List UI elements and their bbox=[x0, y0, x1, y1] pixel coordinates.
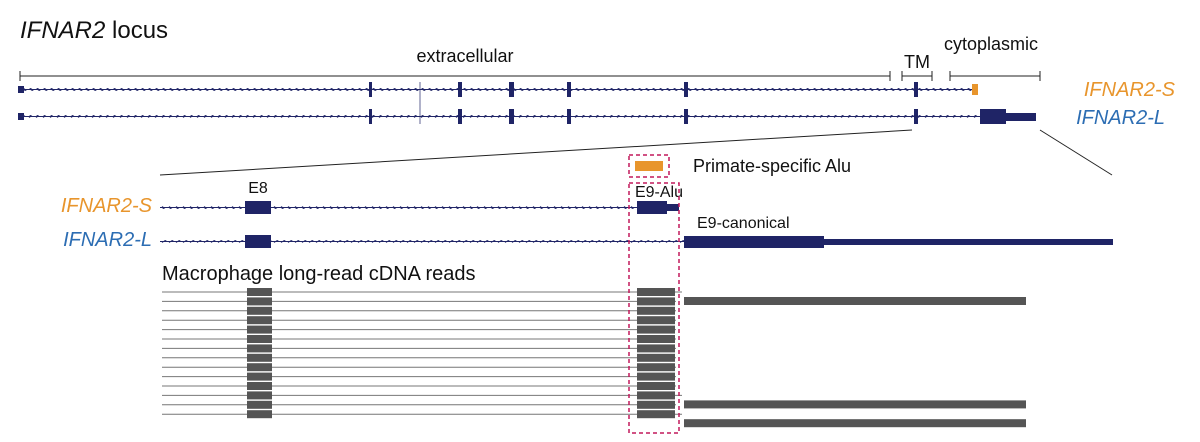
cytoplasmic-label: cytoplasmic bbox=[944, 34, 1038, 54]
exon9canonical-label: E9-canonical bbox=[697, 215, 790, 232]
isoform-long-label: IFNAR2-L bbox=[1076, 107, 1165, 129]
read-exon8-block bbox=[247, 344, 272, 353]
read-exon8-block bbox=[247, 410, 272, 419]
zoom-isoform-short-label: IFNAR2-S bbox=[61, 195, 153, 217]
read-exon8-block bbox=[247, 382, 272, 390]
read-exon9alu-block bbox=[637, 335, 675, 343]
read-exon9alu-block bbox=[637, 400, 675, 409]
read-exon8-block bbox=[247, 400, 272, 409]
zoom-isoform-long-label: IFNAR2-L bbox=[63, 229, 152, 251]
zoom-line-left bbox=[159, 129, 913, 176]
zoom-track-short bbox=[160, 201, 679, 214]
read-exon9canonical-block bbox=[684, 419, 1026, 428]
read-exon9alu-block bbox=[637, 297, 675, 306]
read-exon8-block bbox=[247, 372, 272, 381]
read-exon9alu-block bbox=[637, 288, 675, 296]
read-exon8-block bbox=[247, 306, 272, 315]
read-exon9canonical-block bbox=[684, 400, 1026, 409]
read-exon8-block bbox=[247, 363, 272, 372]
read-exon9alu-block bbox=[637, 363, 675, 372]
read-exon9alu-block bbox=[637, 353, 675, 362]
domain-brackets bbox=[19, 71, 1041, 81]
read-exon9alu-block bbox=[637, 410, 675, 419]
exon9alu-label: E9-Alu bbox=[635, 184, 683, 201]
read-exon9alu-block bbox=[637, 372, 675, 381]
read-exon9alu-block bbox=[637, 316, 675, 325]
read-exon9alu-block bbox=[637, 382, 675, 390]
locus-track-short bbox=[18, 82, 978, 97]
read-exon9alu-block bbox=[637, 325, 675, 334]
reads-title: Macrophage long-read cDNA reads bbox=[162, 263, 476, 285]
alu-label: Primate-specific Alu bbox=[693, 156, 851, 176]
read-exon9alu-block bbox=[637, 391, 675, 400]
zoom-line-right bbox=[1039, 129, 1113, 176]
read-exon8-block bbox=[247, 335, 272, 343]
read-exon8-block bbox=[247, 297, 272, 306]
isoform-short-label: IFNAR2-S bbox=[1084, 79, 1176, 101]
alu-element bbox=[635, 161, 663, 171]
zoom-track-long bbox=[160, 235, 1113, 248]
read-exon9alu-block bbox=[637, 344, 675, 353]
read-exon8-block bbox=[247, 325, 272, 334]
extracellular-label: extracellular bbox=[416, 46, 513, 66]
read-exon8-block bbox=[247, 288, 272, 296]
alu-highlight-box bbox=[628, 154, 670, 178]
locus-track-long bbox=[18, 109, 1036, 124]
read-exon9canonical-block bbox=[684, 297, 1026, 305]
read-exon8-block bbox=[247, 316, 272, 325]
read-exon8-block bbox=[247, 353, 272, 362]
long-reads bbox=[162, 288, 1026, 428]
read-exon9alu-block bbox=[637, 306, 675, 315]
read-exon8-block bbox=[247, 391, 272, 400]
tm-label: TM bbox=[904, 52, 930, 72]
locus-title: IFNAR2 locus bbox=[20, 17, 168, 44]
exon8-label: E8 bbox=[248, 180, 268, 197]
e9alu-highlight-box bbox=[628, 182, 680, 434]
